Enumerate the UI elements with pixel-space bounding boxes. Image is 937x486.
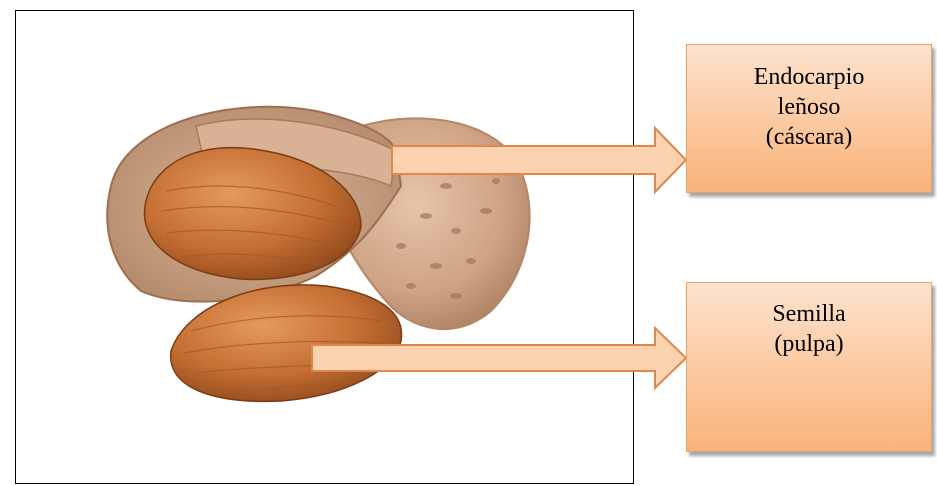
label-box-endocarpio: Endocarpio leñoso (cáscara) <box>686 44 932 193</box>
label-line: (cáscara) <box>687 122 931 152</box>
label-line: Semilla <box>687 299 931 329</box>
label-box-semilla: Semilla (pulpa) <box>686 282 932 452</box>
almonds-illustration <box>16 11 634 484</box>
label-line: Endocarpio <box>687 62 931 92</box>
label-line: leñoso <box>687 92 931 122</box>
label-line: (pulpa) <box>687 329 931 359</box>
almond-photo <box>15 10 634 484</box>
